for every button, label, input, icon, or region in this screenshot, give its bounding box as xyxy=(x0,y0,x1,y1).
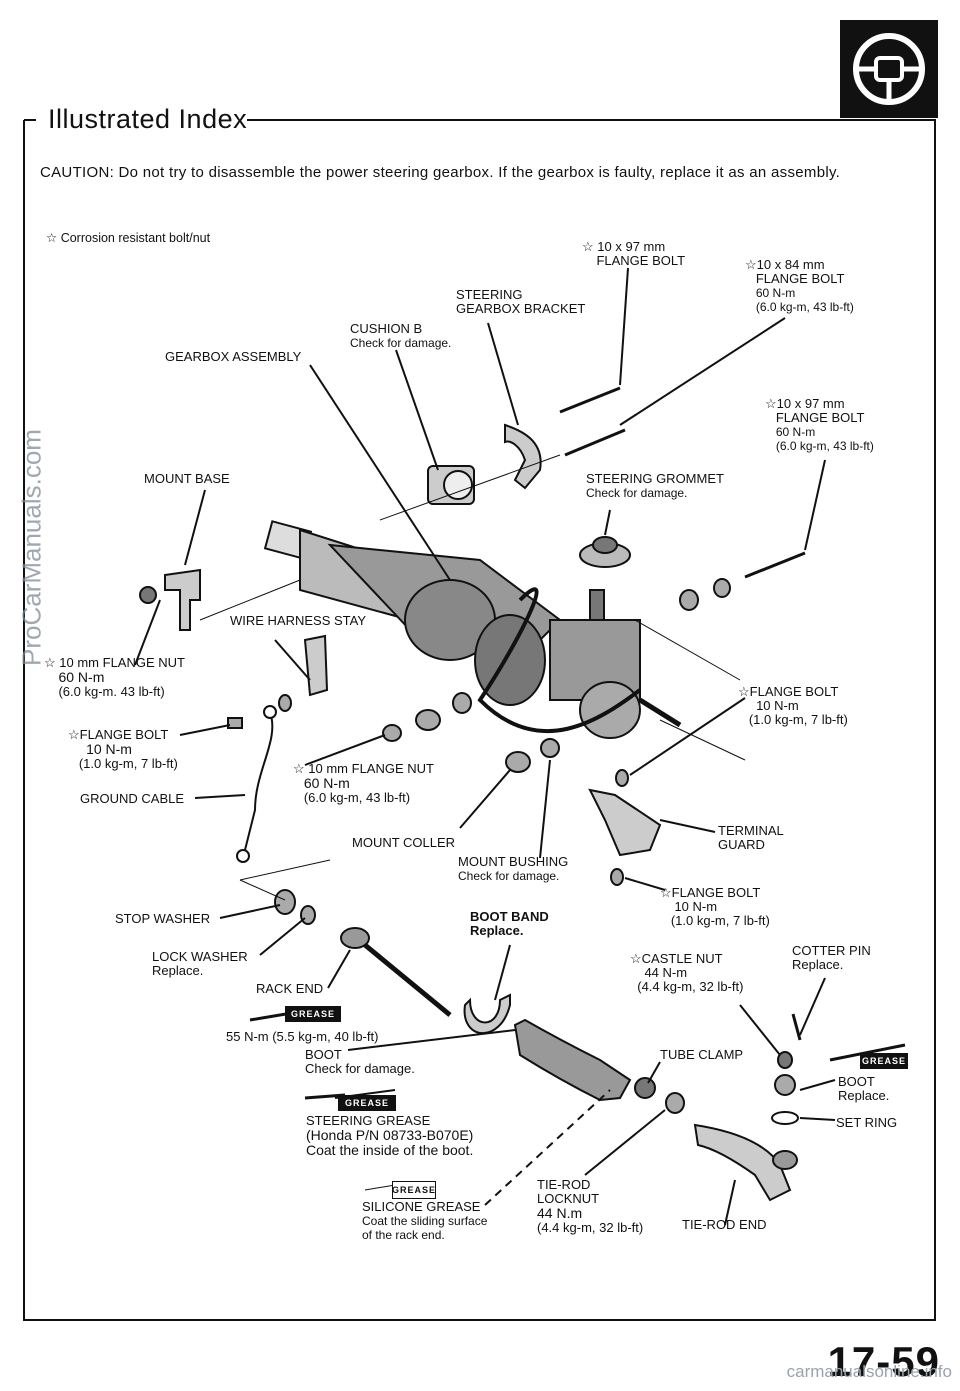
grease-tag: GREASE xyxy=(285,1006,341,1022)
caution-note: CAUTION: Do not try to disassemble the p… xyxy=(40,164,841,181)
legend: ☆ Corrosion resistant bolt/nut xyxy=(46,231,211,245)
page-number: 17-59 xyxy=(827,1338,940,1385)
steering-wheel-icon xyxy=(840,20,938,118)
page-title: Illustrated Index xyxy=(48,104,248,134)
label-stop-washer: STOP WASHER xyxy=(115,911,211,926)
label-flange-nut-mid: ☆ 10 mm FLANGE NUT 60 N-m (6.0 kg-m, 43 … xyxy=(293,761,434,805)
label-gearbox-assembly: GEARBOX ASSEMBLY xyxy=(165,349,302,364)
label-rack-torque: 55 N-m (5.5 kg-m, 40 lb-ft) xyxy=(226,1029,379,1044)
label-steering-grease: STEERING GREASE(Honda P/N 08733-B070E)Co… xyxy=(306,1113,474,1158)
label-rack-end: RACK END xyxy=(256,981,324,996)
grease-tag: GREASE xyxy=(392,1181,436,1199)
grease-tag: GREASE xyxy=(860,1053,908,1069)
label-flange-bolt-left: ☆FLANGE BOLT 10 N-m (1.0 kg-m, 7 lb-ft) xyxy=(68,727,178,771)
label-tube-clamp: TUBE CLAMP xyxy=(660,1047,744,1062)
label-bolt-84: ☆10 x 84 mm FLANGE BOLT 60 N-m (6.0 kg-m… xyxy=(745,257,854,315)
label-flange-bolt-lower: ☆FLANGE BOLT 10 N-m (1.0 kg-m, 7 lb-ft) xyxy=(660,885,770,928)
legend-text: Corrosion resistant bolt/nut xyxy=(60,231,211,245)
label-ground-cable: GROUND CABLE xyxy=(80,791,185,806)
label-wire-harness-stay: WIRE HARNESS STAY xyxy=(230,613,367,628)
watermark-side: ProCarManuals.com xyxy=(16,429,47,666)
label-bolt-97-right: ☆10 x 97 mm FLANGE BOLT 60 N-m (6.0 kg-m… xyxy=(765,396,874,454)
label-flange-nut-left: ☆ 10 mm FLANGE NUT 60 N-m (6.0 kg-m. 43 … xyxy=(44,655,185,699)
watermark-bottom: carmanualsonline.info xyxy=(786,1362,952,1381)
grease-tag: GREASE xyxy=(338,1095,396,1111)
label-bolt-97-top: ☆ 10 x 97 mm FLANGE BOLT xyxy=(582,239,686,268)
label-flange-bolt-right: ☆FLANGE BOLT 10 N-m (1.0 kg-m, 7 lb-ft) xyxy=(738,684,848,727)
label-tie-rod-end: TIE-ROD END xyxy=(682,1217,767,1232)
label-set-ring: SET RING xyxy=(836,1115,898,1130)
label-castle-nut: ☆CASTLE NUT 44 N-m (4.4 kg-m, 32 lb-ft) xyxy=(630,951,744,994)
label-mount-coller: MOUNT COLLER xyxy=(352,835,456,850)
label-mount-base: MOUNT BASE xyxy=(144,471,230,486)
